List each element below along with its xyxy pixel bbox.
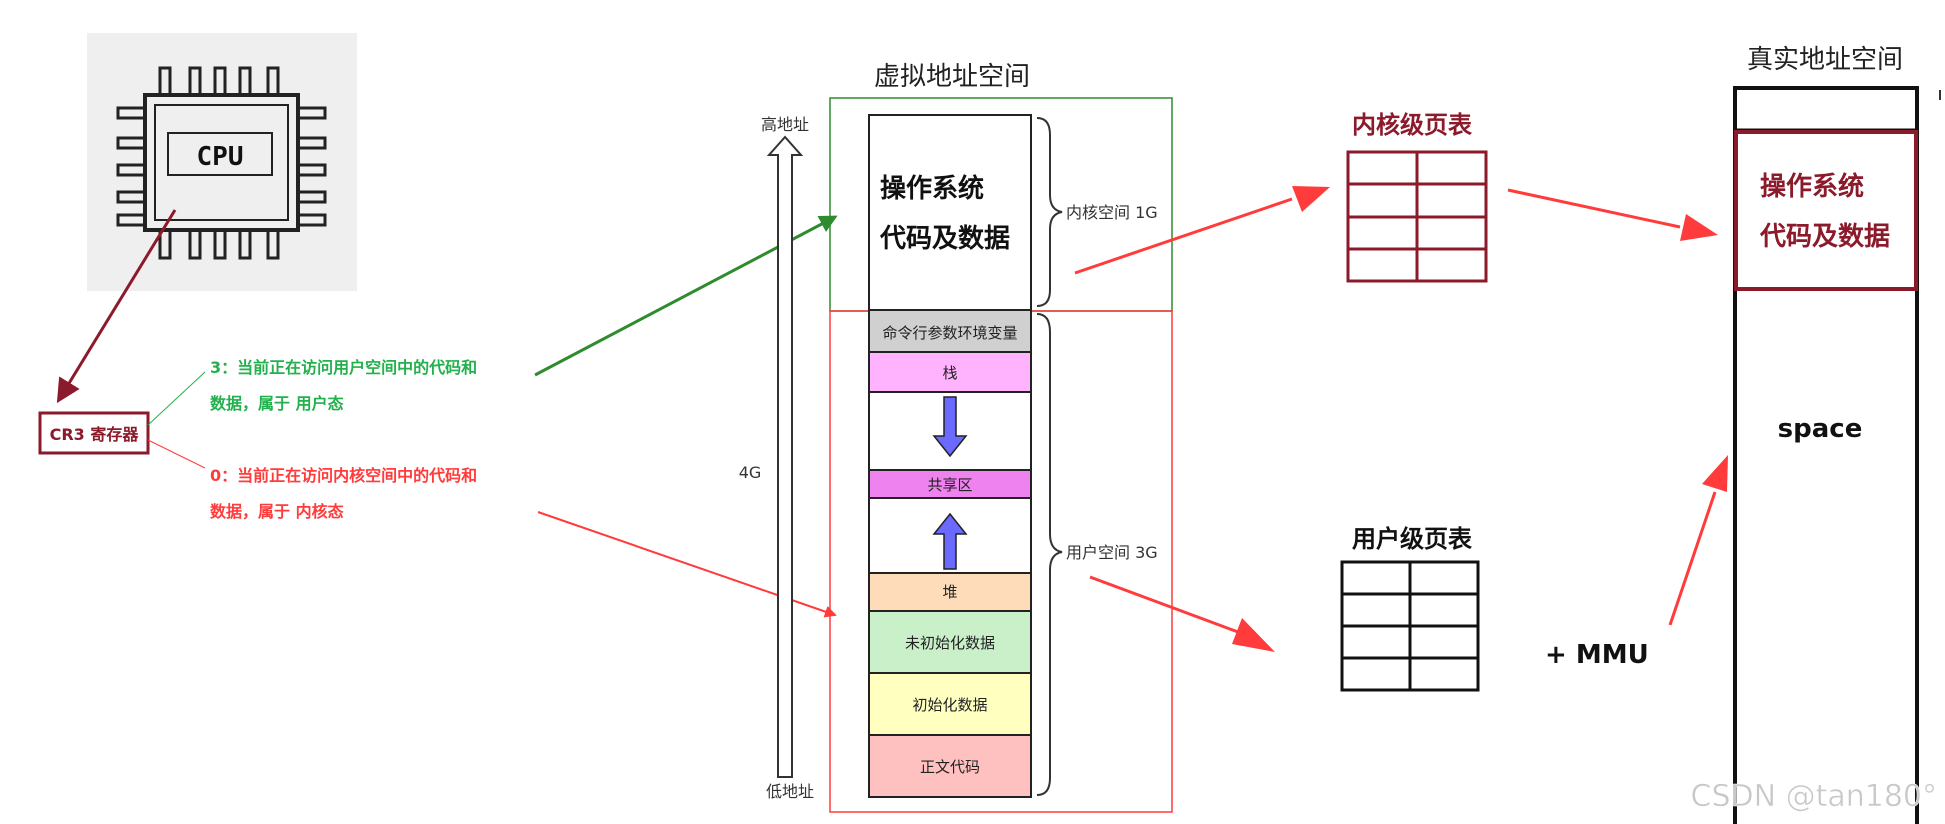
mmu-label: + MMU <box>1545 640 1649 670</box>
kernel-mode-line2: 数据，属于 内核态 <box>210 502 344 521</box>
os-code-line1: 操作系统 <box>880 173 984 204</box>
physical-space-title: 真实地址空间 <box>1747 45 1903 75</box>
user-page-table-title: 用户级页表 <box>1352 525 1473 553</box>
heap-label: 堆 <box>942 583 957 601</box>
address-axis-arrow <box>766 135 804 778</box>
kernel-page-table-title: 内核级页表 <box>1352 111 1473 139</box>
user-mode-line1: 3：当前正在访问用户空间中的代码和 <box>210 358 477 377</box>
os-code-region <box>868 114 1032 311</box>
stack-label: 栈 <box>942 364 957 382</box>
shared-label: 共享区 <box>927 476 972 494</box>
stack-segment <box>868 351 1032 393</box>
user-space-brace <box>1036 313 1063 796</box>
kernel-page-table-grid <box>1346 150 1488 283</box>
physical-os-line2: 代码及数据 <box>1759 222 1890 252</box>
text-label: 正文代码 <box>920 758 980 776</box>
total-size-label: 4G <box>739 463 762 482</box>
user-space-to-page-table-arrow <box>1089 575 1275 652</box>
cmdline-env-label: 命令行参数环境变量 <box>882 324 1017 342</box>
physical-os-region <box>1734 130 1918 291</box>
cpu-to-cr3-arrow <box>56 209 177 404</box>
user-page-table-grid <box>1340 560 1480 692</box>
physical-os-line1: 操作系统 <box>1760 171 1864 202</box>
user-mode-line2: 数据，属于 用户态 <box>210 394 344 413</box>
high-address-label: 高地址 <box>761 115 809 134</box>
bss-label: 未初始化数据 <box>905 634 995 652</box>
cpu-chip-icon <box>87 33 357 291</box>
os-code-line2: 代码及数据 <box>879 224 1010 254</box>
cr3-user-connector <box>147 371 206 426</box>
user-space-label: 用户空间 3G <box>1066 543 1158 562</box>
cpu-label: CPU <box>197 142 244 172</box>
heap-grows-up-arrow <box>932 512 968 570</box>
kernel-space-to-page-table-arrow <box>1074 186 1330 275</box>
cr3-register-box <box>38 411 150 455</box>
physical-space-label: space <box>1778 414 1863 444</box>
cmdline-env-segment <box>868 309 1032 353</box>
cr3-kernel-connector <box>147 439 206 469</box>
kernel-space-label: 内核空间 1G <box>1066 203 1158 222</box>
virtual-space-title: 虚拟地址空间 <box>874 62 1030 92</box>
kernel-space-brace <box>1036 117 1063 307</box>
kernel-mode-line1: 0：当前正在访问内核空间中的代码和 <box>210 466 477 485</box>
mmu-to-physical-arrow <box>1668 455 1728 626</box>
bss-segment <box>868 610 1032 674</box>
cr3-register-label: CR3 寄存器 <box>50 425 140 444</box>
data-label: 初始化数据 <box>912 696 987 714</box>
stack-grows-down-arrow <box>932 396 968 458</box>
shared-segment <box>868 469 1032 499</box>
text-segment <box>868 734 1032 798</box>
kernel-table-to-physical-arrow <box>1507 188 1718 241</box>
low-address-label: 低地址 <box>766 782 814 801</box>
watermark: CSDN @tan180° <box>1691 779 1938 814</box>
data-segment <box>868 672 1032 736</box>
